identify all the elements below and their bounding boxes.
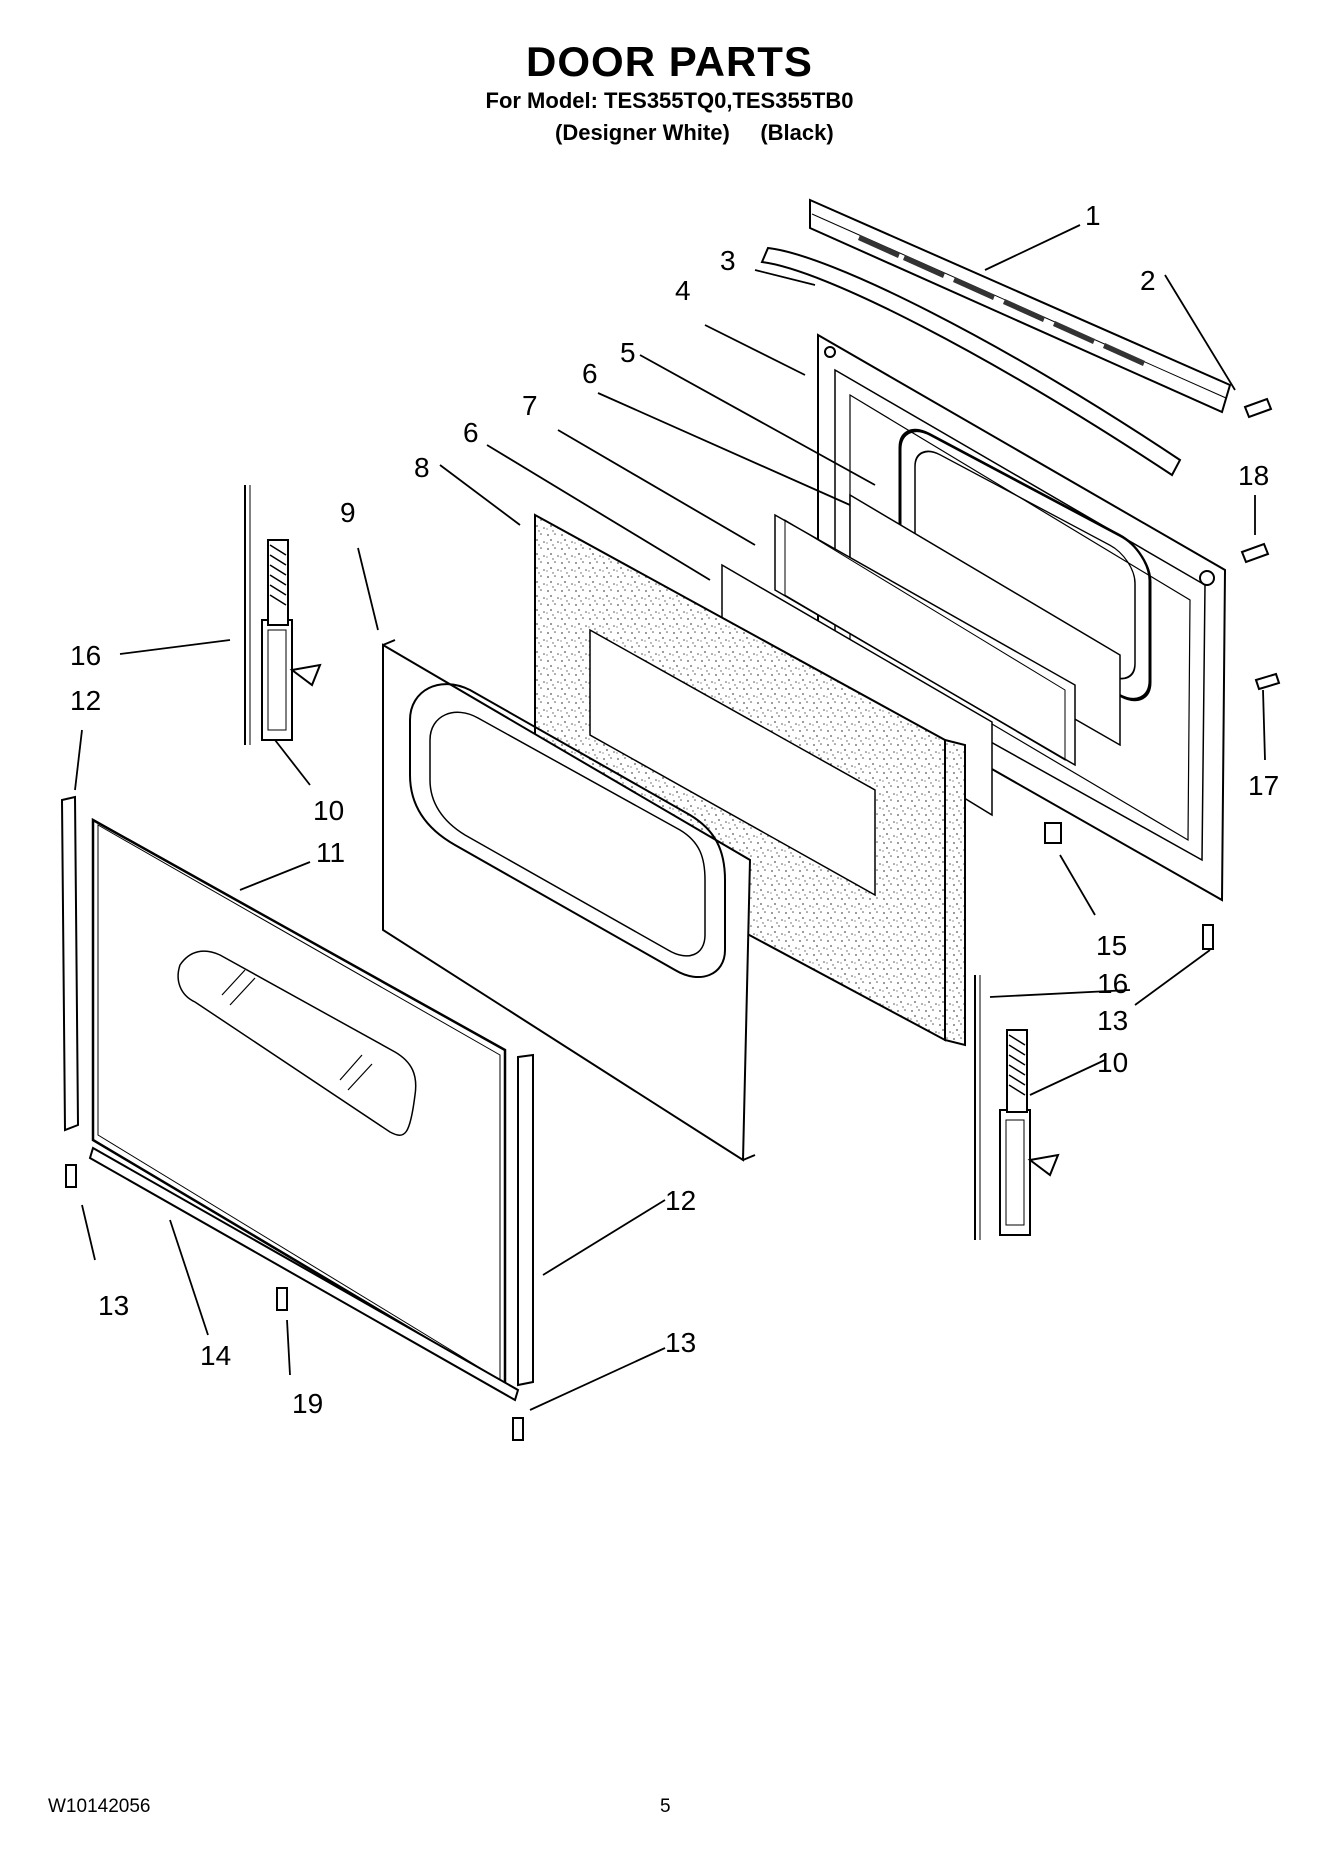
page-number: 5 (660, 1796, 671, 1817)
left-side-trim-part (60, 795, 80, 1132)
window-frame-part (774, 513, 1076, 767)
callout-9: 9 (340, 497, 356, 528)
page-title: DOOR PARTS (526, 38, 813, 85)
callout-13: 13 (665, 1327, 696, 1358)
screws (65, 397, 1281, 1441)
callout-13: 13 (98, 1290, 129, 1321)
callout-5: 5 (620, 337, 636, 368)
callout-7: 7 (522, 390, 538, 421)
door-liner-part (382, 639, 756, 1162)
callout-6: 6 (463, 417, 479, 448)
vent-trim-part (809, 198, 1232, 414)
callout-labels: 1 2 3 4 5 6 7 6 8 9 16 12 10 11 18 17 15… (70, 200, 1279, 1419)
callout-16: 16 (70, 640, 101, 671)
callout-16: 16 (1097, 968, 1128, 999)
variant-line: (Designer White) (Black) (555, 120, 834, 145)
left-hinge-assembly (244, 485, 322, 745)
callout-18: 18 (1238, 460, 1269, 491)
door-handle-part (760, 246, 1182, 477)
callout-8: 8 (414, 452, 430, 483)
callout-15: 15 (1096, 930, 1127, 961)
document-id: W10142056 (48, 1796, 151, 1817)
callout-10: 10 (1097, 1047, 1128, 1078)
callout-17: 17 (1248, 770, 1279, 801)
callout-13: 13 (1097, 1005, 1128, 1036)
callout-12: 12 (665, 1185, 696, 1216)
callout-10: 10 (313, 795, 344, 826)
callout-3: 3 (720, 245, 736, 276)
model-line: For Model: TES355TQ0,TES355TB0 (485, 88, 854, 113)
insulation-part (534, 513, 966, 1047)
callout-11: 11 (316, 837, 345, 868)
callout-12: 12 (70, 685, 101, 716)
clip-part (1044, 822, 1062, 844)
right-side-trim-part (517, 1053, 534, 1387)
bottom-trim-part (88, 1146, 520, 1402)
callout-6: 6 (582, 358, 598, 389)
callout-19: 19 (292, 1388, 323, 1419)
callout-4: 4 (675, 275, 691, 306)
callout-2: 2 (1140, 265, 1156, 296)
callout-14: 14 (200, 1340, 231, 1371)
right-hinge-assembly (974, 975, 1060, 1240)
callout-1: 1 (1085, 200, 1101, 231)
